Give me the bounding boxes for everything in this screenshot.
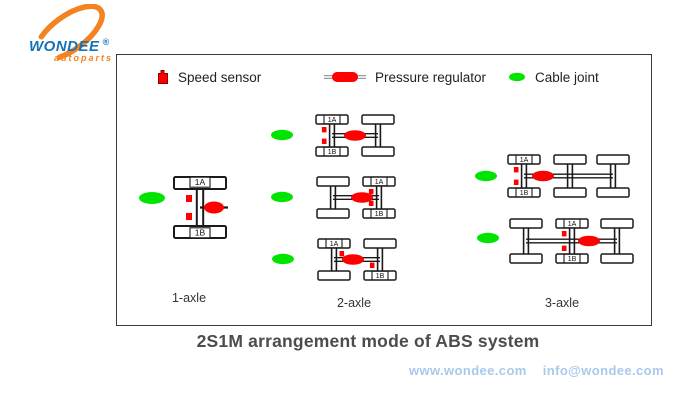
pressure-regulator-icon — [324, 72, 366, 82]
axle-position-label-box — [370, 176, 388, 187]
pressure-regulator-dot — [578, 235, 600, 247]
tire — [553, 187, 587, 198]
wondee-logo: WONDEE® autoparts — [12, 4, 128, 70]
logo-subtitle: autoparts — [54, 53, 114, 63]
pressure-regulator-dot — [532, 170, 554, 182]
abs-layout-variant: 1A 1B — [271, 176, 396, 219]
tire — [600, 253, 634, 264]
abs-layout-variant: 1A 1B — [271, 114, 395, 157]
axle-position-label-box — [515, 187, 533, 198]
cable-joint-icon — [509, 72, 525, 82]
abs-layout-variant: 1A 1B — [272, 238, 397, 281]
legend-label: Speed sensor — [178, 69, 262, 85]
axle-position-label: 1A — [195, 177, 206, 187]
axle-position-label: 1A — [330, 241, 339, 248]
abs-layout-variant: 1A 1B — [475, 154, 630, 198]
axle-position-label: 1B — [375, 211, 384, 218]
cable-joint-dot — [272, 253, 294, 265]
speed-sensor-dot — [321, 138, 327, 144]
tire — [596, 187, 630, 198]
axle-position-label: 1B — [376, 273, 385, 280]
speed-sensor-dot — [368, 200, 374, 206]
tire — [361, 146, 395, 157]
registered-trademark-icon: ® — [102, 37, 110, 47]
speed-sensor-dot — [369, 262, 375, 268]
speed-sensor-dot — [186, 195, 192, 202]
speed-sensor-dot — [186, 213, 192, 220]
pressure-regulator-dot — [342, 254, 364, 265]
legend-label: Cable joint — [535, 69, 599, 85]
axle-position-label-box — [563, 218, 581, 229]
axle-position-label-box — [515, 154, 533, 165]
axle-position-label: 1B — [328, 149, 337, 156]
axle-position-label-box — [563, 253, 581, 264]
pressure-regulator-dot — [351, 192, 373, 203]
pressure-regulator-dot — [204, 201, 224, 214]
cable-joint-dot — [475, 170, 497, 182]
axle-position-label-box — [323, 146, 341, 157]
axle-position-label: 1A — [375, 179, 384, 186]
pressure-regulator-dot — [344, 130, 366, 141]
tire — [316, 208, 350, 219]
axle-position-label: 1B — [520, 190, 529, 197]
logo-brand-text: WONDEE® — [29, 37, 110, 55]
footer-email: info@wondee.com — [542, 363, 664, 378]
abs-layout-variant: 1A 1B — [477, 218, 634, 264]
axle-position-label-box — [370, 208, 388, 219]
legend-item-speed-sensor: Speed sensor — [157, 67, 261, 87]
axle-position-label-box — [323, 114, 341, 125]
axle-position-label: 1A — [568, 221, 577, 228]
tire — [361, 114, 395, 125]
diagram-caption: 2S1M arrangement mode of ABS system — [196, 331, 540, 351]
footer-website: www.wondee.com — [408, 363, 527, 378]
speed-sensor-dot — [321, 127, 327, 133]
speed-sensor-dot — [561, 245, 567, 251]
group-label-2-axle: 2-axle — [336, 296, 372, 310]
axle-position-label-box — [189, 176, 211, 188]
cable-joint-dot — [271, 191, 293, 203]
speed-sensor-dot — [368, 189, 374, 195]
speed-sensor-dot — [339, 251, 345, 257]
tire — [509, 253, 543, 264]
cable-joint-dot — [271, 129, 293, 141]
footer-contacts: www.wondee.com info@wondee.com — [409, 363, 664, 378]
speed-sensor-dot — [561, 231, 567, 237]
cable-joint-dot — [139, 192, 165, 204]
axle-position-label: 1B — [568, 256, 577, 263]
axle-position-label: 1B — [195, 228, 206, 238]
axle-position-label: 1A — [328, 117, 337, 124]
axle-position-label-box — [189, 227, 211, 239]
tire — [600, 218, 634, 229]
logo-swoosh — [33, 4, 105, 63]
tire — [363, 238, 397, 249]
tire — [596, 154, 630, 165]
axle-position-label-box — [371, 270, 389, 281]
tire — [509, 218, 543, 229]
speed-sensor-dot — [513, 167, 519, 173]
cable-joint-dot — [477, 232, 499, 244]
tire — [316, 176, 350, 187]
legend-item-cable-joint: Cable joint — [508, 67, 599, 87]
logo-wordmark: WONDEE — [29, 38, 100, 55]
abs-layout-variant: 1A 1B — [139, 176, 228, 239]
axle-position-label: 1A — [520, 157, 529, 164]
group-label-3-axle: 3-axle — [544, 296, 580, 310]
speed-sensor-icon — [158, 70, 168, 84]
diagram-panel: Speed sensor Pressure regulator Cable jo… — [116, 54, 652, 326]
speed-sensor-dot — [513, 179, 519, 185]
legend-label: Pressure regulator — [375, 69, 487, 85]
group-label-1-axle: 1-axle — [171, 291, 207, 305]
legend-item-pressure-regulator: Pressure regulator — [324, 67, 486, 87]
axle-position-label-box — [325, 238, 343, 249]
tire — [317, 270, 351, 281]
tire — [553, 154, 587, 165]
